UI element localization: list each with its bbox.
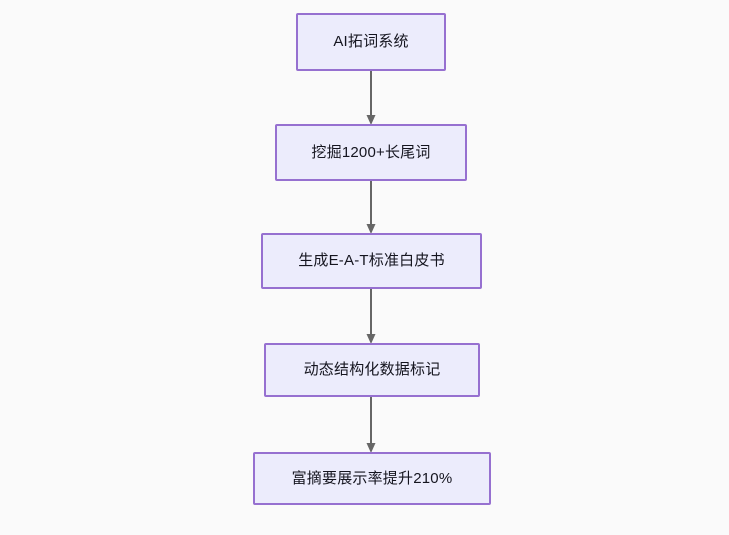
flow-node-label: 生成E-A-T标准白皮书 bbox=[298, 252, 445, 269]
flow-node-label: AI拓词系统 bbox=[333, 33, 409, 50]
flow-node-label: 富摘要展示率提升210% bbox=[291, 469, 453, 487]
flow-node-dynamic-structured-data-markup[interactable]: 动态结构化数据标记 bbox=[264, 343, 480, 397]
flow-node-mine-longtail-keywords[interactable]: 挖掘1200+长尾词 bbox=[275, 124, 467, 181]
flow-node-label: 挖掘1200+长尾词 bbox=[311, 143, 431, 161]
flow-node-rich-snippet-rate-increase[interactable]: 富摘要展示率提升210% bbox=[253, 452, 491, 505]
flow-node-label: 动态结构化数据标记 bbox=[303, 361, 441, 378]
flow-node-generate-eat-whitepaper[interactable]: 生成E-A-T标准白皮书 bbox=[261, 233, 482, 289]
flow-node-ai-keyword-system[interactable]: AI拓词系统 bbox=[296, 13, 446, 71]
